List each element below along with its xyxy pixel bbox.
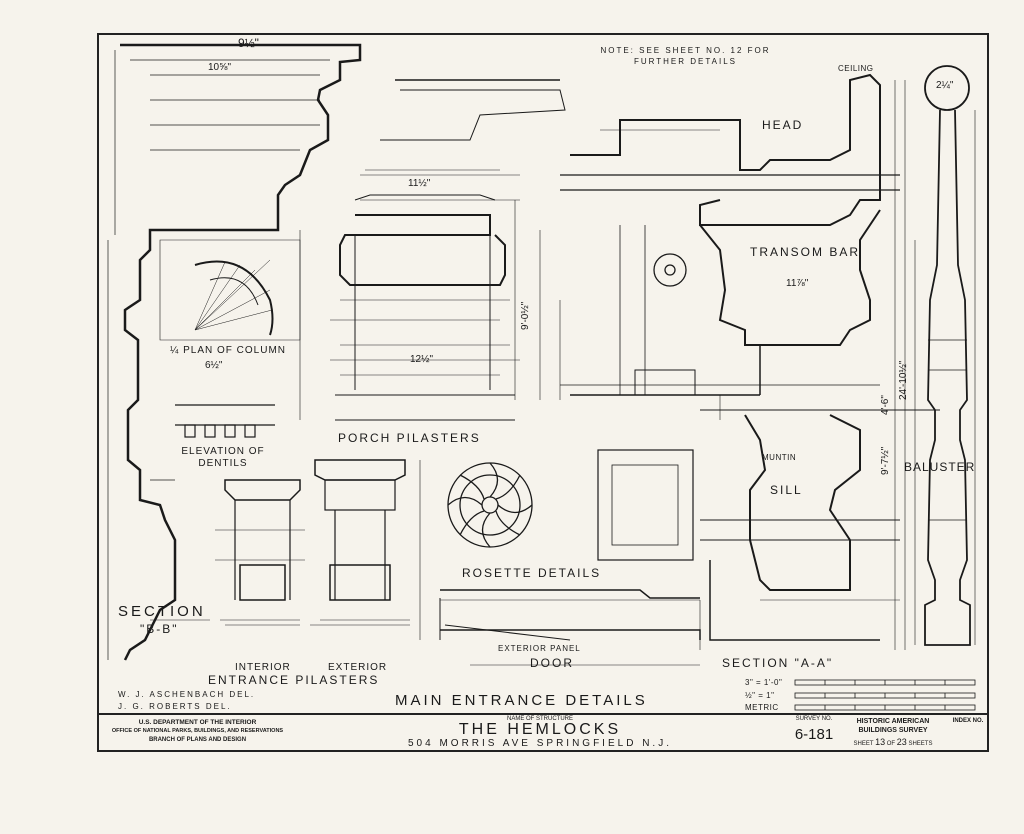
plan-of-column-drawing <box>159 239 301 341</box>
plan-dim: 6½" <box>205 360 223 371</box>
sheet-total: 23 <box>896 737 907 747</box>
dim-height-24-10: 24'-10½" <box>898 360 909 400</box>
dim-height-9-0: 9'-0½" <box>520 301 531 330</box>
main-entrance-details-title: MAIN ENTRANCE DETAILS <box>395 692 648 709</box>
door-label: DOOR <box>530 656 574 670</box>
porch-pilasters-label: PORCH PILASTERS <box>338 431 481 445</box>
dim-height-9-7: 9'-7½" <box>880 446 891 475</box>
structure-name: THE HEMLOCKS <box>458 721 622 738</box>
baluster-label: BALUSTER <box>904 460 976 474</box>
transom-dim: 11⅞" <box>786 278 809 289</box>
title-block <box>97 714 989 752</box>
drawing-border <box>97 33 989 715</box>
sheet-no: 13 <box>875 737 886 747</box>
dim-mid-width: 11½" <box>408 178 431 189</box>
section-bb-sub-label: "B-B" <box>140 622 179 636</box>
sheet-note: NOTE: SEE SHEET NO. 12 FOR FURTHER DETAI… <box>600 46 771 66</box>
program-line-1: HISTORIC AMERICAN <box>856 718 930 725</box>
entrance-pilasters-label: ENTRANCE PILASTERS <box>208 673 380 687</box>
dim-height-4-6: 4'-6" <box>880 395 891 415</box>
rosette-label: ROSETTE DETAILS <box>462 566 602 580</box>
dentils-drawing <box>175 404 275 438</box>
section-bb-dim-lines <box>107 50 330 660</box>
plan-of-column-label: ¼ PLAN OF COLUMN <box>170 345 287 356</box>
exterior-panel-label: EXTERIOR PANEL <box>498 644 581 653</box>
program-line-2: BUILDINGS SURVEY <box>858 727 928 734</box>
delineator-1: W. J. ASCHENBACH DEL. <box>118 690 256 699</box>
scale-label-3: METRIC <box>745 703 779 712</box>
sheet-suffix: SHEETS <box>908 741 933 747</box>
agency-line-3: BRANCH OF PLANS AND DESIGN <box>148 737 247 743</box>
survey-no: 6-181 <box>794 726 834 743</box>
interior-pilaster-drawing <box>215 479 305 626</box>
transom-label: TRANSOM BAR <box>750 245 861 259</box>
dim-baluster-top: 2¼" <box>936 80 954 91</box>
dim-top-width: 9½" <box>238 36 259 50</box>
section-aa-drawing <box>559 73 940 650</box>
ceiling-label: CEILING <box>838 64 874 73</box>
dimension-lines <box>150 129 900 666</box>
porch-pilaster-drawing <box>299 79 566 421</box>
exterior-label: EXTERIOR <box>328 662 388 673</box>
section-bb-profile <box>120 43 362 661</box>
delineator-2: J. G. ROBERTS DEL. <box>118 702 232 711</box>
head-label: HEAD <box>762 118 804 132</box>
scale-label-2: ½" = 1" <box>745 691 775 700</box>
dentils-label: ELEVATION OF DENTILS <box>181 446 265 469</box>
dim-porch-width: 12½" <box>410 354 434 365</box>
rosette-drawing <box>447 253 687 548</box>
sheet-of: OF <box>886 741 896 747</box>
graphic-scales <box>794 679 976 711</box>
survey-no-caption: SURVEY NO. <box>795 716 833 722</box>
agency-line-2: OFFICE OF NATIONAL PARKS, BUILDINGS, AND… <box>111 728 284 734</box>
dim-second-width: 10⅝" <box>208 62 232 73</box>
sheet-count: SHEET 13 OF 23 SHEETS <box>838 737 948 747</box>
exterior-pilaster-drawing <box>310 459 421 640</box>
section-bb-label: SECTION <box>118 603 206 620</box>
sheet-prefix: SHEET <box>853 741 874 747</box>
index-no-caption: INDEX NO. <box>952 718 984 724</box>
structure-address: 504 MORRIS AVE SPRINGFIELD N.J. <box>408 738 672 749</box>
interior-label: INTERIOR <box>235 662 291 673</box>
agency-line-1: U.S. DEPARTMENT OF THE INTERIOR <box>138 719 257 726</box>
section-aa-label: SECTION "A-A" <box>722 656 834 670</box>
scale-label-1: 3" = 1'-0" <box>745 678 783 687</box>
sill-label: SILL <box>770 483 803 497</box>
baluster-drawing <box>914 65 976 646</box>
structure-name-caption: NAME OF STRUCTURE <box>507 716 573 722</box>
muntin-label: MUNTIN <box>762 453 797 462</box>
